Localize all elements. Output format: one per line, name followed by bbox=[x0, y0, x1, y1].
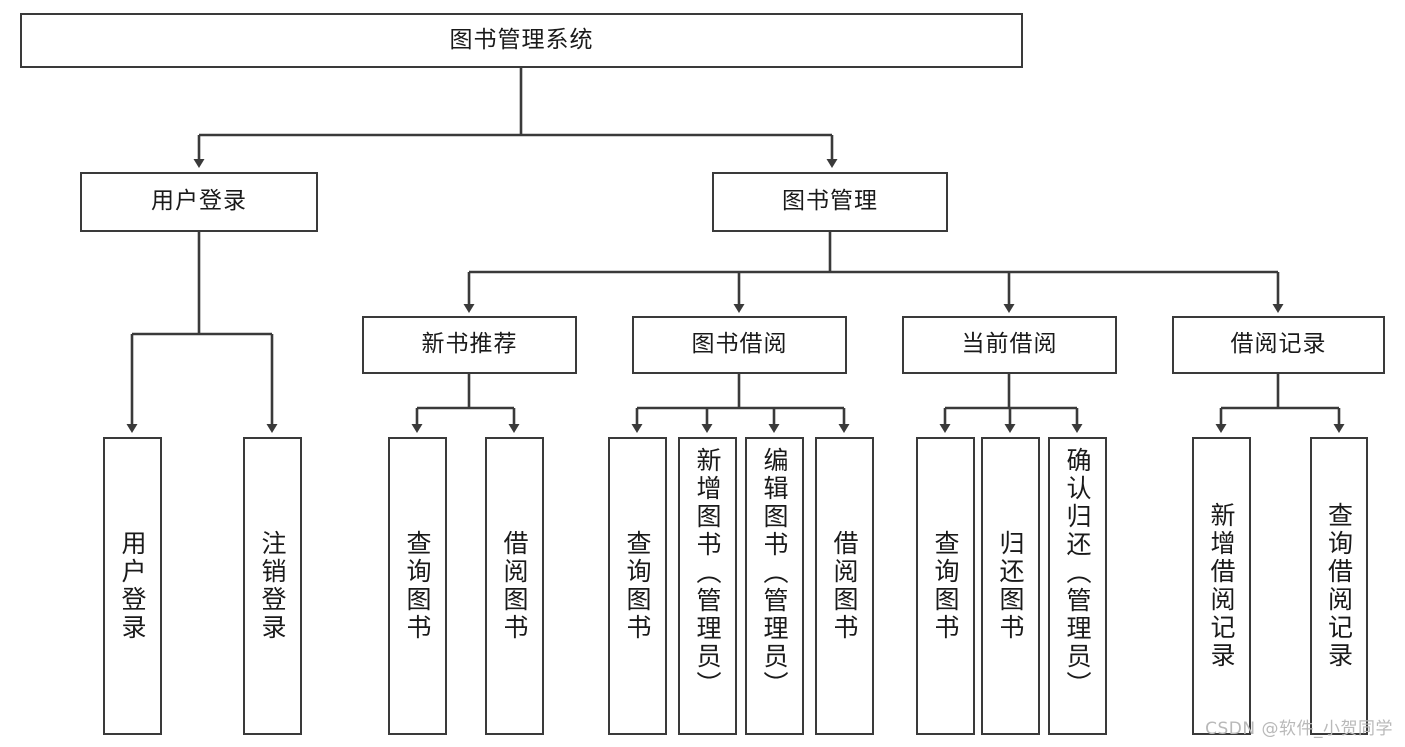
node-leaf-borrow-book-rec[interactable]: 借阅图书 bbox=[485, 437, 544, 735]
node-leaf-return-book-label: 归还图书 bbox=[996, 530, 1025, 642]
node-book-manage-label: 图书管理 bbox=[782, 188, 878, 215]
node-leaf-query-book-rec[interactable]: 查询图书 bbox=[388, 437, 447, 735]
node-leaf-confirm-return-label: 确认归还（管理员） bbox=[1063, 447, 1092, 699]
node-current-borrow[interactable]: 当前借阅 bbox=[902, 316, 1117, 374]
node-leaf-logout-label: 注销登录 bbox=[258, 530, 287, 642]
node-leaf-borrow-book-label: 借阅图书 bbox=[830, 530, 859, 642]
node-leaf-query-record[interactable]: 查询借阅记录 bbox=[1310, 437, 1368, 735]
node-leaf-confirm-return[interactable]: 确认归还（管理员） bbox=[1048, 437, 1107, 735]
node-root[interactable]: 图书管理系统 bbox=[20, 13, 1023, 68]
node-root-label: 图书管理系统 bbox=[449, 26, 594, 53]
node-leaf-return-book[interactable]: 归还图书 bbox=[981, 437, 1040, 735]
node-leaf-query-record-label: 查询借阅记录 bbox=[1324, 502, 1354, 670]
node-leaf-borrow-book[interactable]: 借阅图书 bbox=[815, 437, 874, 735]
node-user-login[interactable]: 用户登录 bbox=[80, 172, 318, 232]
node-leaf-add-book[interactable]: 新增图书（管理员） bbox=[678, 437, 737, 735]
node-current-borrow-label: 当前借阅 bbox=[961, 331, 1058, 358]
node-leaf-edit-book[interactable]: 编辑图书（管理员） bbox=[745, 437, 804, 735]
node-book-borrow[interactable]: 图书借阅 bbox=[632, 316, 847, 374]
node-leaf-query-book-borrow[interactable]: 查询图书 bbox=[608, 437, 667, 735]
node-new-book-rec-label: 新书推荐 bbox=[421, 331, 518, 358]
node-borrow-record-label: 借阅记录 bbox=[1230, 331, 1327, 358]
node-leaf-user-login[interactable]: 用户登录 bbox=[103, 437, 162, 735]
node-leaf-add-book-label: 新增图书（管理员） bbox=[693, 447, 722, 699]
connector-lines bbox=[126, 68, 1345, 433]
node-new-book-rec[interactable]: 新书推荐 bbox=[362, 316, 577, 374]
node-leaf-query-book-cur-label: 查询图书 bbox=[931, 530, 960, 642]
node-leaf-borrow-book-rec-label: 借阅图书 bbox=[500, 530, 529, 642]
node-leaf-query-book-borrow-label: 查询图书 bbox=[623, 530, 652, 642]
node-user-login-label: 用户登录 bbox=[151, 188, 247, 215]
node-leaf-query-book-rec-label: 查询图书 bbox=[403, 530, 432, 642]
node-leaf-add-record-label: 新增借阅记录 bbox=[1207, 502, 1236, 670]
node-leaf-query-book-cur[interactable]: 查询图书 bbox=[916, 437, 975, 735]
node-borrow-record[interactable]: 借阅记录 bbox=[1172, 316, 1385, 374]
node-leaf-logout[interactable]: 注销登录 bbox=[243, 437, 302, 735]
node-leaf-edit-book-label: 编辑图书（管理员） bbox=[760, 447, 789, 699]
node-book-borrow-label: 图书借阅 bbox=[691, 331, 788, 358]
node-leaf-user-login-label: 用户登录 bbox=[118, 530, 147, 642]
node-leaf-add-record[interactable]: 新增借阅记录 bbox=[1192, 437, 1251, 735]
node-book-manage[interactable]: 图书管理 bbox=[712, 172, 948, 232]
